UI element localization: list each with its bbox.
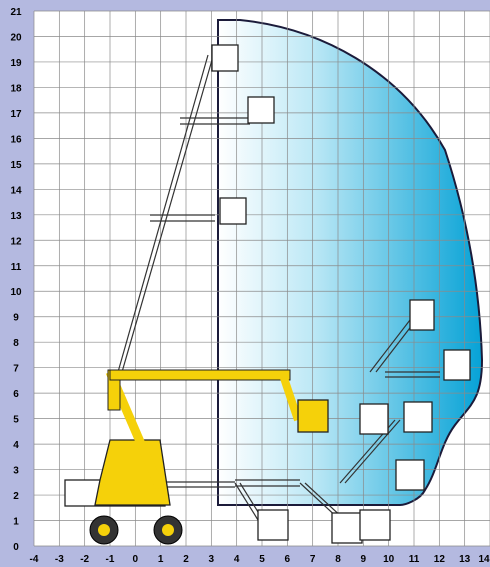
y-tick-label: 5 <box>13 415 19 426</box>
x-tick-label: 6 <box>285 554 291 565</box>
basket-right-high <box>409 299 435 331</box>
x-tick-label: 10 <box>383 554 395 565</box>
y-tick-label: 21 <box>10 7 22 18</box>
y-tick-label: 18 <box>10 83 22 94</box>
y-tick-label: 13 <box>10 211 22 222</box>
x-tick-label: 1 <box>158 554 164 565</box>
x-tick-label: -3 <box>55 554 64 565</box>
basket-right-low <box>395 459 425 491</box>
basket-low-1 <box>257 509 289 541</box>
y-tick-label: 1 <box>13 517 19 528</box>
y-tick-label: 9 <box>13 313 19 324</box>
basket-right-outer <box>443 349 471 381</box>
basket-current <box>297 399 329 433</box>
basket-upper <box>247 96 275 124</box>
x-tick-label: -2 <box>80 554 89 565</box>
x-tick-label: 11 <box>409 554 420 565</box>
y-tick-label: 0 <box>13 542 19 553</box>
x-tick-label: 4 <box>234 554 240 565</box>
y-tick-label: 12 <box>10 236 22 247</box>
x-tick-label: 5 <box>259 554 265 565</box>
aerial-lift-machine <box>64 369 329 545</box>
y-tick-label: 3 <box>13 466 19 477</box>
y-tick-label: 8 <box>13 338 19 349</box>
x-tick-label: 14 <box>478 554 490 565</box>
x-tick-label: 0 <box>133 554 139 565</box>
basket-center-mid <box>359 403 389 435</box>
x-tick-label: 7 <box>310 554 316 565</box>
x-tick-label: 13 <box>459 554 471 565</box>
x-tick-label: 9 <box>361 554 367 565</box>
y-tick-label: 15 <box>10 160 22 171</box>
y-tick-label: 2 <box>13 491 19 502</box>
y-tick-label: 14 <box>10 185 22 196</box>
x-tick-label: 12 <box>434 554 446 565</box>
y-tick-label: 10 <box>10 287 22 298</box>
x-tick-label: 8 <box>335 554 341 565</box>
basket-top <box>211 44 239 72</box>
x-tick-label: -4 <box>30 554 39 565</box>
baskets <box>211 44 471 544</box>
y-tick-label: 19 <box>10 58 22 69</box>
y-tick-label: 6 <box>13 389 19 400</box>
basket-mid <box>219 197 247 225</box>
upper-boom <box>109 369 291 381</box>
turret <box>94 439 171 506</box>
y-tick-label: 20 <box>10 32 22 43</box>
y-tick-label: 4 <box>13 440 19 451</box>
basket-low-3 <box>359 509 391 541</box>
y-tick-label: 17 <box>10 109 22 120</box>
x-tick-label: 2 <box>183 554 189 565</box>
y-tick-label: 16 <box>10 134 22 145</box>
x-tick-label: -1 <box>106 554 115 565</box>
y-tick-label: 7 <box>13 364 19 375</box>
jib <box>278 370 302 422</box>
y-tick-label: 11 <box>11 262 22 273</box>
basket-right-mid <box>403 401 433 433</box>
x-tick-label: 3 <box>209 554 215 565</box>
basket-low-2 <box>331 512 363 544</box>
